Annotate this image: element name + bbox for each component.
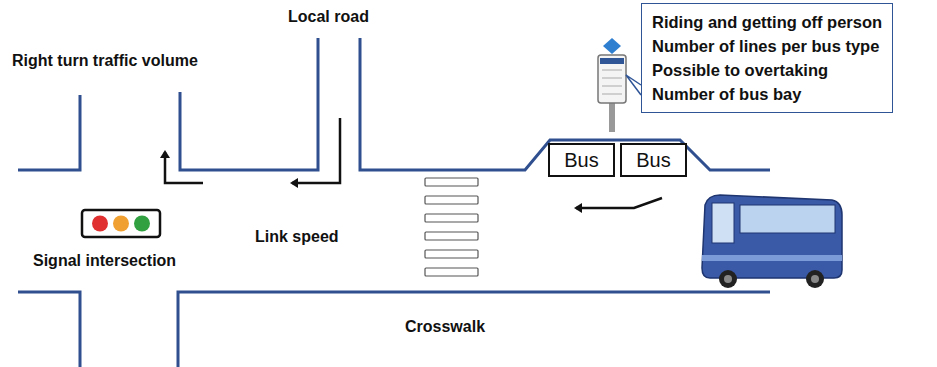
- flow-arrows: [165, 118, 662, 208]
- bus-picture: [702, 195, 842, 288]
- traffic-label: Right turn traffic volume: [12, 52, 198, 70]
- node-text: Bus: [564, 149, 598, 172]
- node-text: Riding and getting off person: [652, 10, 882, 34]
- callout-pointer: [626, 75, 641, 95]
- bus-stop-sign: [598, 38, 626, 132]
- node-text: Bus: [636, 149, 670, 172]
- node-text: Number of lines per bus type: [652, 34, 882, 58]
- bus-box: Bus: [620, 143, 687, 177]
- node-text: Number of bus bay: [652, 82, 882, 106]
- node-text: Possible to overtaking: [652, 58, 882, 82]
- bus-box: Bus: [548, 143, 615, 177]
- intersection-label: Signal intersection: [33, 252, 176, 270]
- crosswalk-label: Crosswalk: [405, 318, 485, 336]
- speed-label: Link speed: [255, 228, 339, 246]
- callout-box: Riding and getting off personNumber of l…: [641, 3, 893, 113]
- crosswalk-stripes: [425, 178, 478, 276]
- road-label: Local road: [288, 8, 369, 26]
- traffic-signal: [82, 210, 160, 237]
